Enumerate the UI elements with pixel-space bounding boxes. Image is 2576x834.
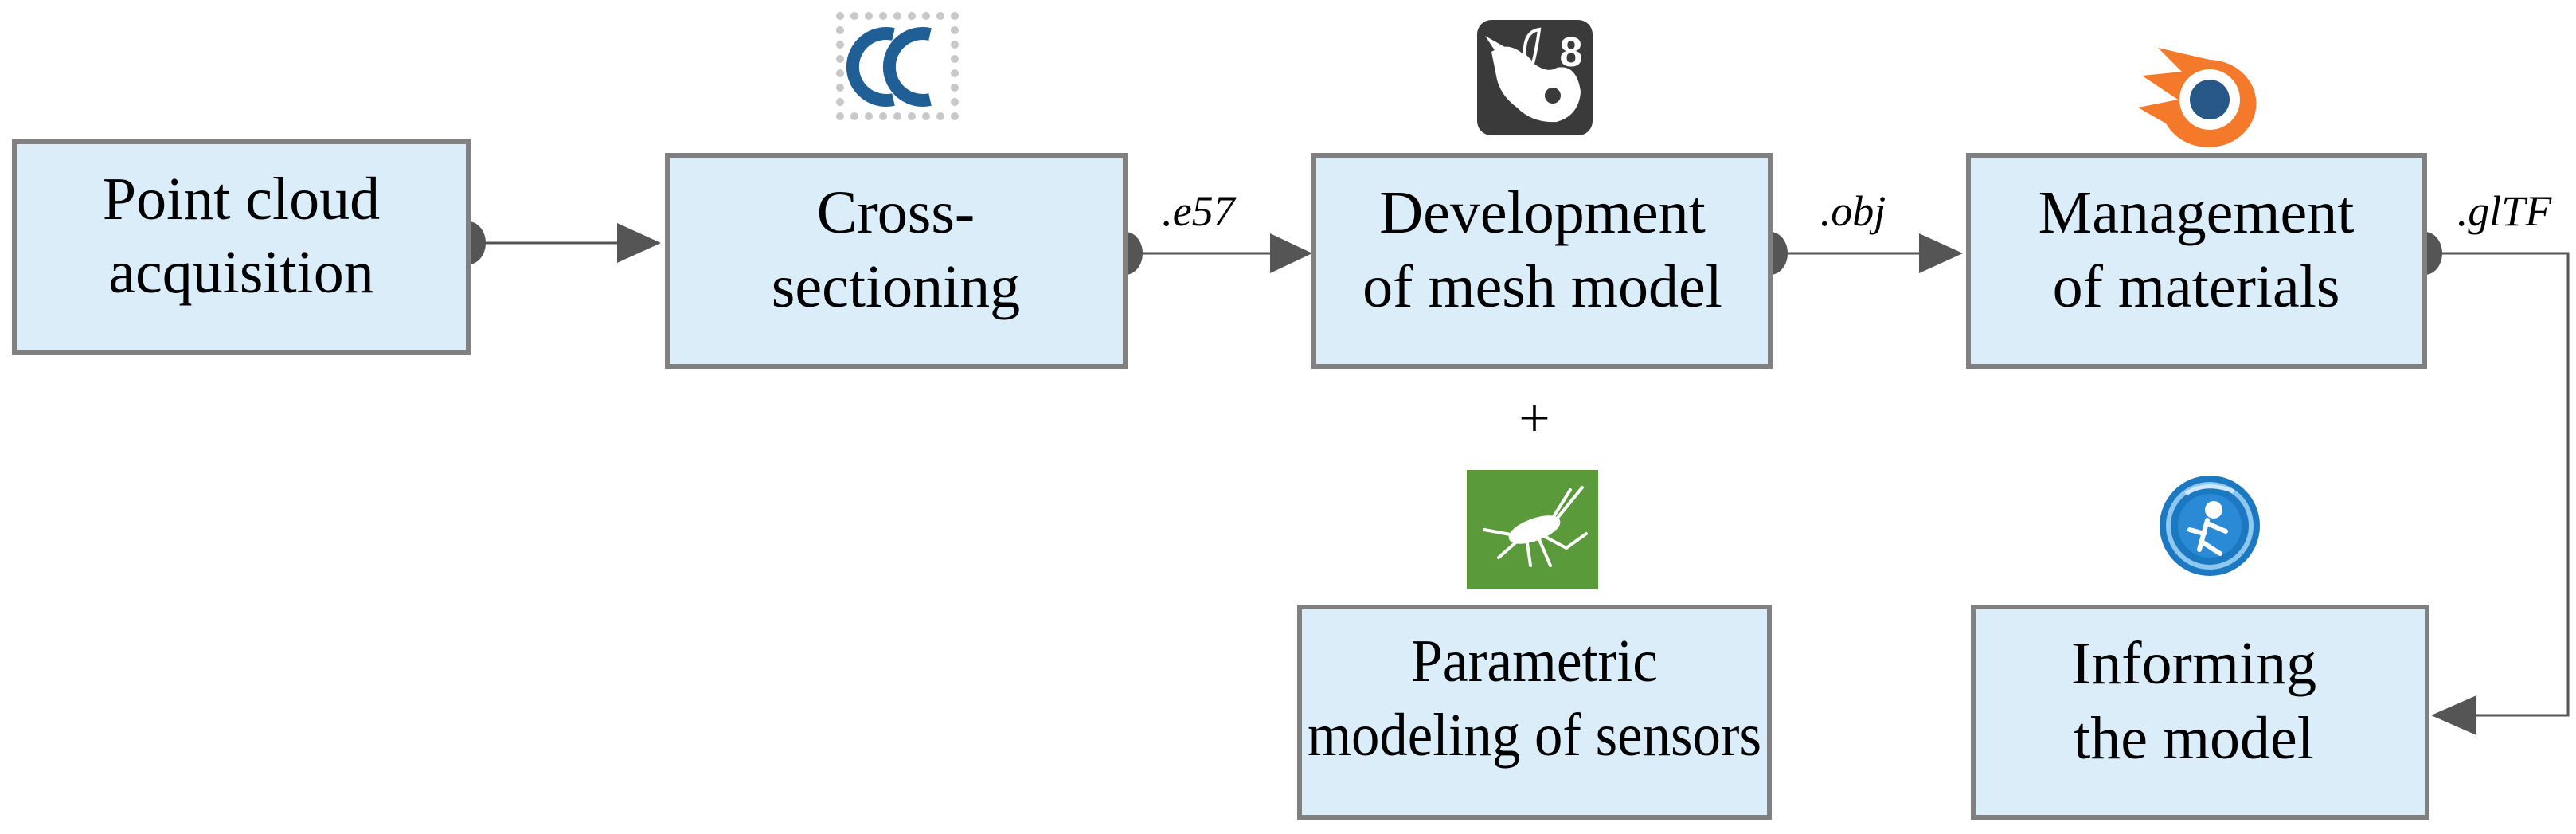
box-label-line1: Point cloud: [103, 166, 380, 233]
rhino-8-logo-icon: 8: [1477, 20, 1593, 135]
box-frame: [12, 139, 471, 355]
box-label-line2: of mesh model: [1362, 253, 1722, 320]
arrowhead-materials: [1919, 233, 1963, 273]
arrowhead-cross-sectioning: [617, 223, 661, 263]
box-frame: [1971, 605, 2429, 820]
rhino-silhouette: [1491, 46, 1581, 123]
c-shape-right: [882, 27, 932, 107]
globe-logo-icon: [2160, 476, 2260, 576]
dot-grid: [836, 12, 959, 120]
box-informing-the-model: Informing the model: [1971, 605, 2429, 820]
edge-label-obj: .obj: [1820, 187, 1886, 235]
blender-core: [2190, 80, 2230, 119]
box-parametric-modeling-of-sensors: Parametric modeling of sensors: [1297, 605, 1772, 820]
output-ports: [468, 221, 2442, 816]
box-label-line1: Management: [2039, 179, 2355, 246]
c-shape-left: [846, 27, 895, 107]
box-management-of-materials: Management of materials: [1966, 153, 2427, 369]
box-frame: [1311, 153, 1773, 369]
rhino-ear: [1523, 27, 1542, 67]
port-mesh: [1770, 232, 1788, 275]
box-label-line1: Parametric: [1411, 628, 1658, 695]
box-label-line2: acquisition: [108, 239, 374, 306]
port-cross-sectioning: [1125, 232, 1143, 275]
rhino-horn: [1485, 36, 1511, 60]
box-label-line1: Informing: [2071, 630, 2316, 697]
rhino-version: 8: [1560, 29, 1583, 76]
box-label-line2: of materials: [2053, 253, 2340, 320]
box-frame: [1297, 605, 1772, 820]
port-materials: [2425, 232, 2442, 275]
box-point-cloud-acquisition: Point cloud acquisition: [12, 139, 471, 355]
box-frame: [665, 153, 1128, 369]
blender-logo-icon: [2138, 48, 2257, 147]
rhino-eye: [1545, 88, 1561, 104]
arrowhead-informing: [2431, 695, 2476, 735]
box-label-line1: Development: [1379, 179, 1705, 246]
edge-label-gltf: .glTF: [2457, 187, 2553, 235]
box-label-line2: the model: [2074, 705, 2314, 772]
globe-shine: [2184, 484, 2234, 496]
port-acquisition: [468, 221, 486, 264]
plus-sign: +: [1519, 388, 1550, 449]
box-label-line2: sectioning: [772, 253, 1020, 320]
edge-label-e57: .e57: [1162, 187, 1236, 235]
box-development-of-mesh-model: Development of mesh model: [1311, 153, 1773, 369]
cloudcompare-logo-icon: [836, 12, 959, 120]
globe-figure: [2187, 501, 2228, 556]
box-label-line2: modeling of sensors: [1308, 702, 1761, 769]
connectors: [474, 223, 2570, 735]
box-cross-sectioning: Cross- sectioning: [665, 153, 1128, 369]
arrowhead-mesh: [1270, 233, 1312, 273]
grasshopper-logo-icon: [1467, 470, 1598, 589]
box-label-line1: Cross-: [817, 179, 975, 246]
box-frame: [1966, 153, 2427, 369]
connector-materials-to-informing: [2429, 252, 2570, 717]
globe-inner-ring: [2166, 482, 2254, 570]
grasshopper-insect: [1483, 486, 1588, 567]
